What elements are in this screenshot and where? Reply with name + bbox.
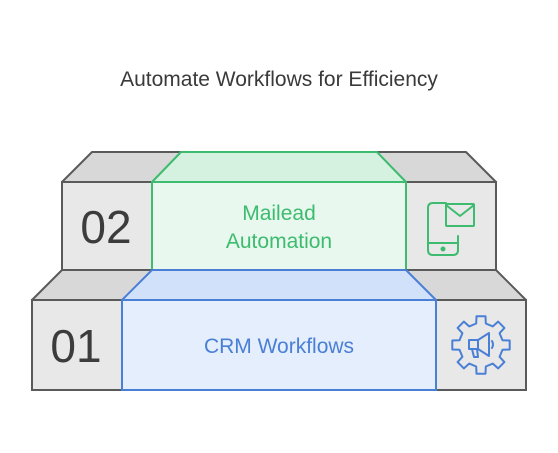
step-01-number: 01	[50, 320, 101, 372]
diagram-title: Automate Workflows for Efficiency	[120, 68, 438, 91]
gear-outline	[451, 315, 511, 375]
step-01-block	[31, 269, 527, 391]
step-02-label-line-1: Mailead	[242, 202, 316, 225]
step-02-label-line-2: Automation	[226, 230, 332, 253]
step-02-number: 02	[80, 201, 131, 253]
step-02-highlight-top	[151, 151, 407, 183]
step-01-highlight-top	[121, 269, 437, 301]
step-02-highlight-front	[151, 181, 407, 271]
gear-megaphone-icon	[451, 315, 511, 375]
step-02-block	[61, 151, 497, 271]
step-01-label: CRM Workflows	[204, 335, 354, 358]
mobile-mail-icon	[427, 202, 475, 256]
step-01-highlight-front	[121, 299, 437, 391]
